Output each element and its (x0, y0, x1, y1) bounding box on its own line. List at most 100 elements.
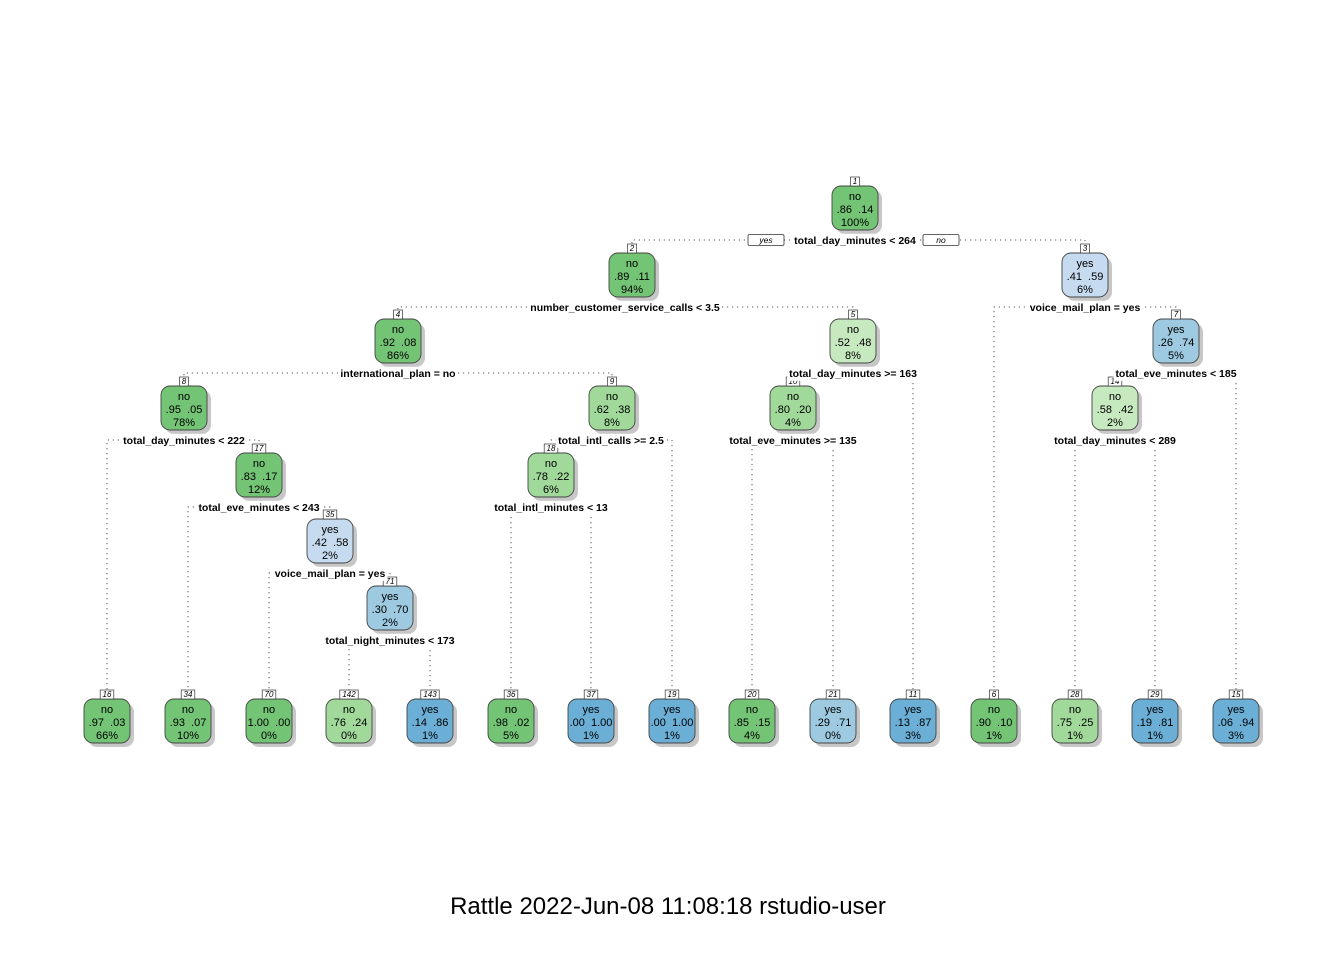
node-probabilities: .90 .10 (976, 717, 1013, 729)
node-id-box (1228, 689, 1244, 700)
node-id-label: 20 (747, 690, 757, 699)
node-probabilities: .42 .58 (312, 537, 349, 549)
node-probabilities: .83 .17 (241, 471, 278, 483)
tree-node-9: 9no.62 .388% (588, 376, 639, 434)
split-label-8: total_day_minutes < 222 (123, 435, 245, 447)
split-label-bg (492, 500, 610, 515)
node-id-box (393, 309, 403, 320)
node-id-label: 143 (423, 690, 437, 699)
tree-edge (187, 506, 259, 690)
node-probabilities: 1.00 .00 (248, 717, 291, 729)
node-probabilities: .85 .15 (734, 717, 771, 729)
node-probabilities: .06 .94 (1218, 717, 1255, 729)
node-id-label: 10 (789, 377, 798, 386)
split-label-bg (338, 366, 458, 381)
node-probabilities: .98 .02 (493, 717, 530, 729)
node-probabilities: .95 .05 (166, 404, 203, 416)
node-probabilities: .14 .86 (412, 717, 449, 729)
node-id-box (543, 443, 559, 454)
node-class-label: no (101, 704, 113, 716)
node-id-label: 8 (182, 377, 187, 386)
split-label-17: total_eve_minutes < 243 (198, 502, 319, 514)
node-id-box (1147, 689, 1163, 700)
node-id-label: 142 (342, 690, 356, 699)
split-label-bg (272, 566, 388, 581)
node-percentage: 94% (621, 284, 643, 296)
split-label-bg (323, 633, 457, 648)
node-id-box (261, 689, 277, 700)
node-percentage: 100% (841, 217, 869, 229)
node-percentage: 1% (422, 730, 438, 742)
node-percentage: 1% (986, 730, 1002, 742)
node-id-box (607, 376, 617, 387)
node-percentage: 3% (905, 730, 921, 742)
tree-edge (510, 506, 551, 690)
node-id-box (180, 689, 196, 700)
node-id-label: 16 (103, 690, 112, 699)
node-id-label: 7 (1174, 310, 1179, 319)
tree-node-5: 5no.52 .488% (829, 309, 880, 367)
node-class-label: no (988, 704, 1000, 716)
node-probabilities: .30 .70 (372, 604, 409, 616)
split-label-10: total_eve_minutes >= 135 (729, 435, 856, 447)
node-id-label: 1 (853, 177, 857, 186)
node-id-box (1067, 689, 1083, 700)
node-percentage: 86% (387, 350, 409, 362)
node-percentage: 0% (261, 730, 277, 742)
node-percentage: 8% (604, 417, 620, 429)
caption: Rattle 2022-Jun-08 11:08:18 rstudio-user (450, 893, 886, 920)
node-id-box (382, 576, 398, 587)
node-id-box (179, 376, 189, 387)
node-percentage: 0% (825, 730, 841, 742)
node-id-box (848, 309, 858, 320)
root-branch-yes-label-box (747, 234, 785, 246)
node-probabilities: .97 .03 (89, 717, 126, 729)
node-probabilities: .86 .14 (837, 204, 874, 216)
node-class-label: no (263, 704, 275, 716)
node-class-label: no (606, 391, 618, 403)
split-label-35: voice_mail_plan = yes (275, 568, 386, 580)
node-id-label: 19 (668, 690, 677, 699)
tree-edge (551, 506, 592, 690)
node-class-label: no (626, 258, 638, 270)
node-id-label: 3 (1083, 244, 1088, 253)
node-probabilities: .00 1.00 (570, 717, 613, 729)
node-probabilities: .75 .25 (1057, 717, 1094, 729)
node-id-label: 4 (396, 310, 401, 319)
node-percentage: 10% (177, 730, 199, 742)
node-percentage: 3% (1228, 730, 1244, 742)
split-label-bg (727, 433, 859, 448)
node-class-label: yes (582, 704, 600, 716)
node-id-box (989, 689, 999, 700)
node-class-label: yes (1167, 324, 1185, 336)
split-label-9: total_intl_calls >= 2.5 (558, 435, 664, 447)
split-label-71: total_night_minutes < 173 (325, 635, 454, 647)
node-id-box (744, 689, 760, 700)
node-probabilities: .00 1.00 (651, 717, 694, 729)
node-class-label: no (1109, 391, 1121, 403)
node-class-label: no (182, 704, 194, 716)
node-id-label: 15 (1232, 690, 1241, 699)
node-percentage: 1% (1067, 730, 1083, 742)
node-id-label: 6 (992, 690, 997, 699)
node-percentage: 4% (785, 417, 801, 429)
node-percentage: 66% (96, 730, 118, 742)
node-percentage: 2% (382, 617, 398, 629)
tree-edge (793, 439, 834, 690)
split-label-bg (556, 433, 666, 448)
node-class-label: no (545, 458, 557, 470)
node-class-label: no (1069, 704, 1081, 716)
node-probabilities: .41 .59 (1067, 271, 1104, 283)
